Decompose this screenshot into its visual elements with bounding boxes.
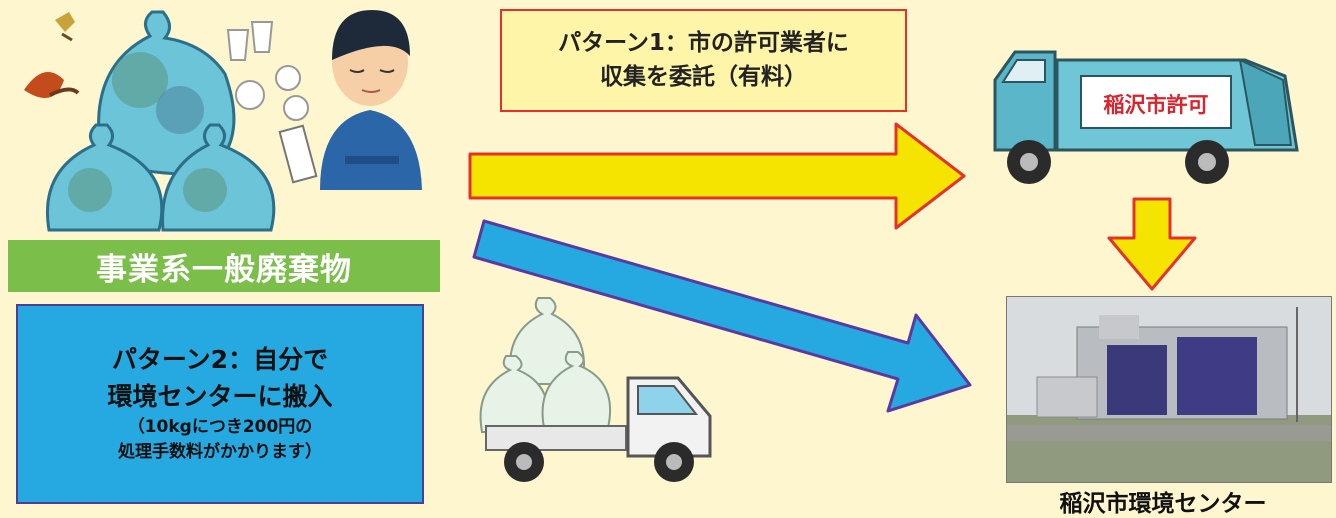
waste-category-label: 事業系一般廃棄物 [8,240,440,292]
garbage-bag-icon [97,10,236,176]
pattern2-line4: 処理手数料がかかります） [118,442,322,463]
pattern2-line3: （10kgにつき200円の [127,416,313,437]
yellow-arrow-right-icon [468,122,966,230]
pattern1-line1: パターン1：市の許可業者に [558,30,849,57]
building-icon [1007,297,1331,482]
office-worker-icon [320,10,422,190]
pattern1-line2: 収集を委託（有料） [600,63,807,90]
receipt-icon [278,124,318,184]
pattern2-box: パターン2：自分で 環境センターに搬入 （10kgにつき200円の 処理手数料が… [16,304,424,504]
garbage-bag-icon [46,123,164,232]
blue-arrow-diagonal-icon [472,219,972,413]
environment-center-photo [1006,296,1332,483]
paper-cup-icon [226,21,274,61]
pattern1-box: パターン1：市の許可業者に 収集を委託（有料） [500,9,907,112]
pickup-truck-icon [479,297,712,482]
pattern2-line1: パターン2：自分で [111,345,329,375]
center-caption: 稲沢市環境センター [1059,491,1267,517]
garbage-truck-icon [993,50,1299,184]
garbage-bag-icon [161,123,276,232]
dead-leaves-icon [24,72,80,98]
waste-illustration [24,10,422,232]
pattern2-line2: 環境センターに搬入 [107,381,333,411]
yellow-arrow-down-icon [1107,197,1197,291]
leaf-icon [55,12,75,42]
crumpled-paper-icon [235,65,309,121]
truck-sign: 稲沢市許可 [1103,93,1209,117]
